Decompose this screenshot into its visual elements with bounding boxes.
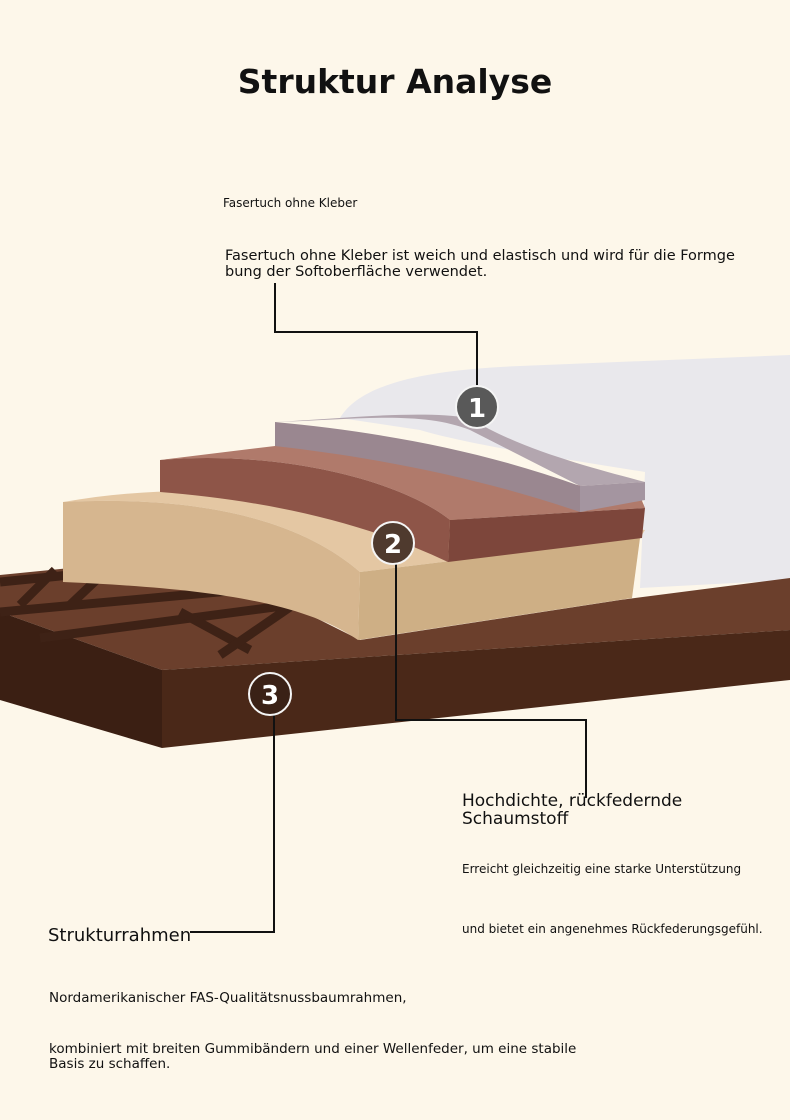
foam-description-2: und bietet ein angenehmes Rückfederungsg… (462, 922, 763, 936)
foam-front (63, 500, 360, 640)
badge-1: 1 (455, 385, 499, 429)
leader-line-1 (274, 283, 478, 390)
frame-front (162, 630, 790, 748)
page-title: Struktur Analyse (237, 62, 553, 101)
svg-text:3: 3 (261, 681, 279, 711)
foam-description-1: Erreicht gleichzeitig eine starke Unters… (462, 862, 742, 876)
badge-2: 2 (371, 521, 415, 565)
fiber-cloth-title: Fasertuch ohne Kleber (223, 196, 358, 210)
badge-3: 3 (248, 672, 292, 716)
leader-line-2 (395, 562, 587, 798)
frame-title: Strukturrahmen (48, 925, 192, 946)
middle-top (160, 446, 645, 520)
middle-front (160, 458, 450, 562)
svg-text:1: 1 (468, 394, 486, 424)
foam-title: Hochdichte, rückfedernde Schaumstoff (462, 791, 683, 829)
frame-side (0, 612, 162, 748)
frame-description-1: Nordamerikanischer FAS-Qualitätsnussbaum… (49, 990, 407, 1006)
cloth-top (275, 414, 645, 486)
foam-side (358, 538, 640, 640)
frame-description-2: kombiniert mit breiten Gummibändern und … (49, 1041, 577, 1072)
middle-side (448, 508, 645, 562)
cloth-side (580, 482, 645, 512)
cushion-shape (340, 355, 790, 588)
elastic-straps (0, 563, 293, 659)
svg-text:2: 2 (384, 530, 402, 560)
leader-line-3 (190, 714, 275, 933)
cloth-front (275, 422, 580, 512)
fiber-cloth-description: Fasertuch ohne Kleber ist weich und elas… (225, 248, 735, 280)
